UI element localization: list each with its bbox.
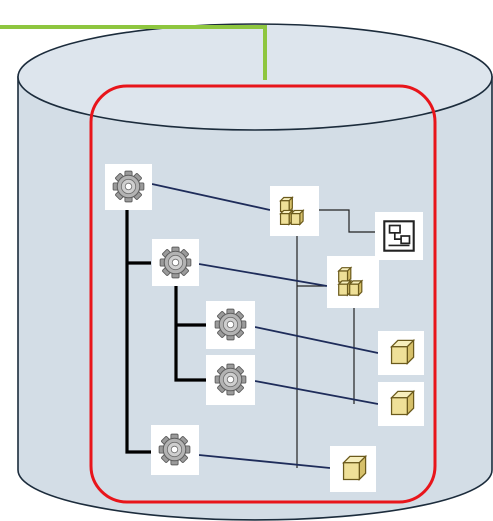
gear-icon [151, 425, 199, 475]
gear-icon [105, 164, 152, 210]
green-connector-line [0, 25, 267, 80]
cube-icon [378, 382, 424, 426]
highlight-frame [89, 84, 437, 504]
gear-icon [152, 239, 199, 286]
tree-lines [125, 206, 206, 454]
structure-lines [296, 209, 375, 468]
diagram-icon [375, 212, 423, 260]
component-group-icon [327, 256, 379, 308]
cube-icon [330, 446, 376, 492]
cube-icon [378, 331, 424, 375]
component-group-icon [270, 186, 319, 236]
database-cylinder-body [17, 76, 493, 521]
link-lines [151, 183, 379, 469]
database-cylinder-top [17, 23, 493, 131]
gear-icon [206, 301, 255, 349]
gear-icon [206, 355, 255, 405]
